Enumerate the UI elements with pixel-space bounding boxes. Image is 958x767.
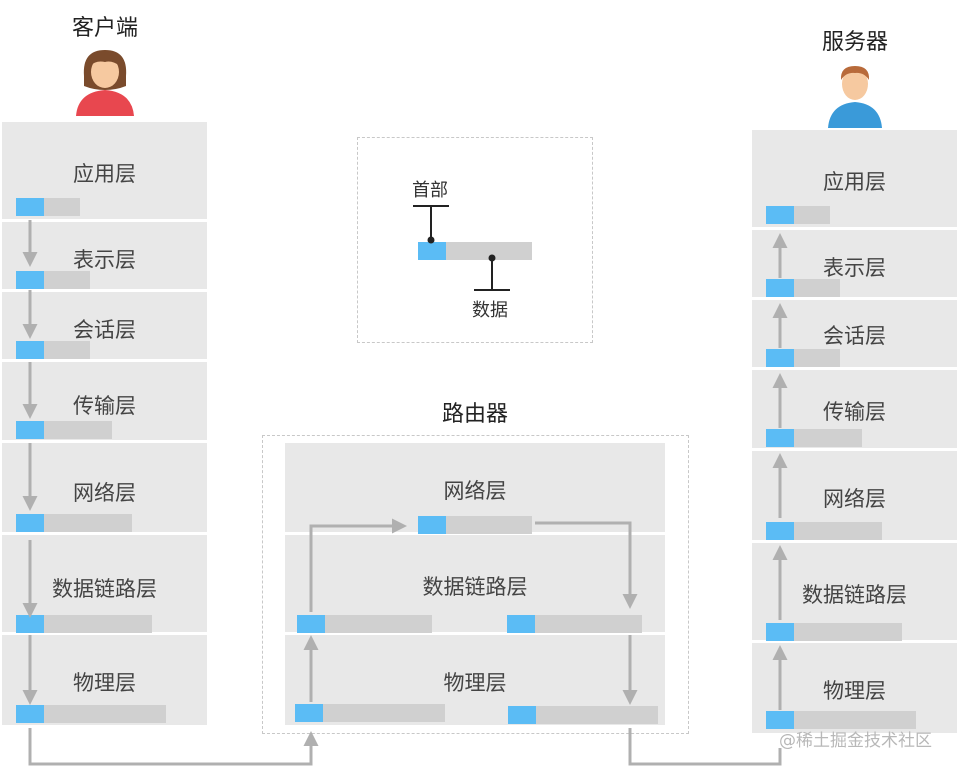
packet-bar [16, 705, 166, 723]
packet-bar [766, 349, 840, 367]
router-layer-physical: 物理层 [285, 635, 665, 725]
layer-label: 物理层 [823, 679, 886, 703]
packet-bar [766, 522, 882, 540]
packet-bar-out [508, 706, 658, 724]
server-layer-transport: 传输层 [752, 370, 957, 448]
client-layer-datalink: 数据链路层 [2, 535, 207, 633]
layer-label: 网络层 [823, 487, 886, 511]
server-title: 服务器 [821, 30, 888, 55]
client-layer-application: 应用层 [2, 122, 207, 219]
male-user-icon [828, 66, 882, 128]
server-layer-application: 应用层 [752, 130, 957, 227]
packet-bar [766, 279, 840, 297]
layer-label: 应用层 [823, 170, 886, 194]
watermark: @稀土掘金技术社区 [779, 731, 932, 751]
packet-bar [766, 206, 830, 224]
packet-bar [766, 623, 902, 641]
router-layer-datalink: 数据链路层 [285, 535, 665, 633]
female-user-icon [76, 50, 134, 116]
packet-bar [16, 514, 132, 532]
layer-label: 应用层 [73, 162, 136, 186]
legend-box [357, 137, 593, 343]
layer-label: 数据链路层 [52, 577, 157, 601]
client-layer-physical: 物理层 [2, 635, 207, 725]
layer-label: 传输层 [73, 394, 136, 418]
legend-header-label: 首部 [412, 180, 448, 201]
layer-label: 物理层 [443, 671, 507, 695]
layer-label: 网络层 [73, 481, 136, 505]
packet-bar-in [295, 704, 445, 722]
client-title: 客户端 [71, 16, 138, 41]
router-box [262, 435, 689, 734]
packet-bar [418, 516, 532, 534]
server-layer-presentation: 表示层 [752, 230, 957, 297]
layer-label: 表示层 [73, 248, 136, 272]
layer-label: 网络层 [443, 479, 507, 503]
client-layer-network: 网络层 [2, 443, 207, 532]
client-layer-transport: 传输层 [2, 362, 207, 440]
packet-bar [16, 198, 80, 216]
client-layer-presentation: 表示层 [2, 222, 207, 289]
router-title: 路由器 [441, 402, 508, 427]
packet-bar [16, 421, 112, 439]
client-layer-session: 会话层 [2, 292, 207, 359]
server-layer-datalink: 数据链路层 [752, 543, 957, 641]
server-layer-physical: 物理层 [752, 643, 957, 733]
layer-label: 会话层 [823, 324, 886, 348]
layer-label: 数据链路层 [802, 583, 907, 607]
layer-label: 表示层 [823, 256, 886, 280]
server-layer-session: 会话层 [752, 300, 957, 367]
packet-bar-in [297, 615, 432, 633]
legend-data-label: 数据 [472, 300, 508, 321]
legend-packet-bar [418, 242, 532, 260]
packet-bar [766, 711, 916, 729]
router-layer-network: 网络层 [285, 443, 665, 534]
server-layer-network: 网络层 [752, 451, 957, 540]
layer-label: 传输层 [823, 400, 886, 424]
packet-bar [766, 429, 862, 447]
packet-bar [16, 271, 90, 289]
packet-bar [16, 615, 152, 633]
layer-label: 会话层 [73, 318, 136, 342]
packet-bar-out [507, 615, 642, 633]
layer-label: 物理层 [73, 671, 136, 695]
packet-bar [16, 341, 90, 359]
layer-label: 数据链路层 [422, 575, 528, 599]
